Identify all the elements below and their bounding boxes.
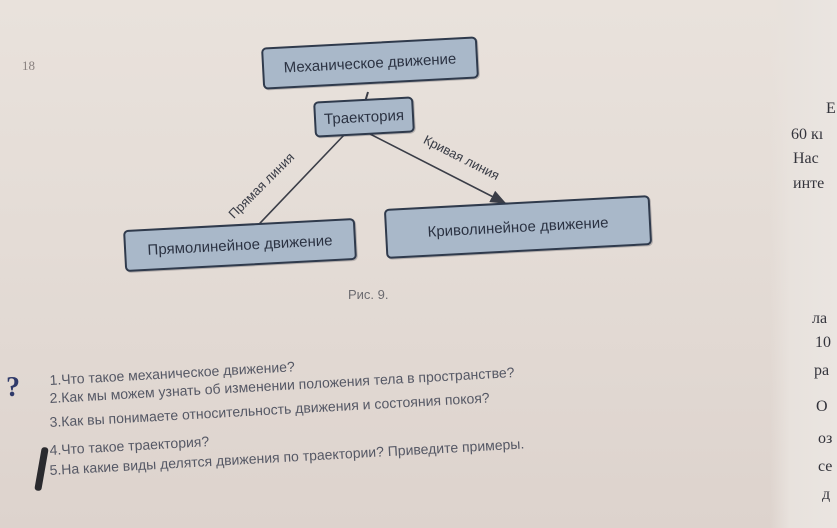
right-fragment: Е	[826, 100, 836, 117]
right-fragment: се	[818, 458, 833, 475]
right-fragment: ла	[812, 310, 828, 327]
right-fragment: 60 кı	[791, 126, 824, 143]
right-fragment: д	[822, 486, 831, 503]
node-trajectory: Траектория	[313, 96, 415, 138]
right-fragment: ра	[814, 362, 830, 379]
figure-caption: Рис. 9.	[348, 287, 389, 302]
question-mark-icon: ?	[6, 372, 20, 403]
right-fragment: инте	[793, 175, 825, 192]
page-number: 18	[22, 58, 35, 73]
arrow-curved	[369, 133, 507, 204]
right-fragment: 10	[815, 334, 831, 351]
right-fragment: Нас	[793, 150, 819, 167]
right-fragment: О	[816, 398, 828, 415]
right-page-strip	[770, 0, 837, 528]
right-fragment: оз	[818, 430, 833, 447]
